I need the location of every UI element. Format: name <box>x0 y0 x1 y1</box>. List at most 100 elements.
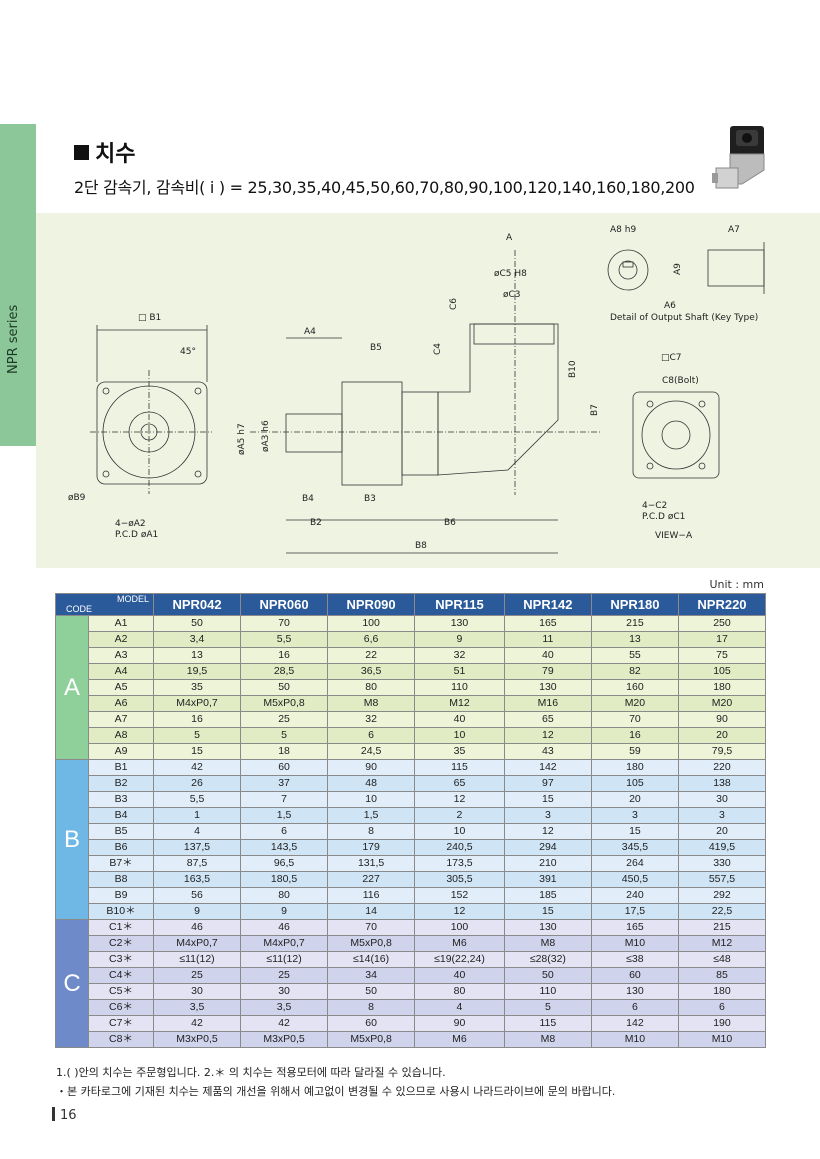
code-cell: C5＊ <box>88 983 154 1000</box>
value-cell: 4 <box>414 999 505 1016</box>
value-cell: 7 <box>240 791 329 808</box>
header-model-label: MODEL <box>116 594 149 604</box>
value-cell: 24,5 <box>327 743 416 760</box>
value-cell: 35 <box>414 743 505 760</box>
value-cell: 4 <box>152 823 242 840</box>
value-cell: 5,5 <box>240 631 329 648</box>
value-cell: 55 <box>590 647 679 664</box>
value-cell: 12 <box>503 823 592 840</box>
value-cell: M5xP0,8 <box>327 935 416 952</box>
value-cell: 42 <box>152 1015 242 1032</box>
value-cell: 6,6 <box>327 631 416 648</box>
value-cell: 345,5 <box>590 839 679 856</box>
value-cell: 90 <box>414 1015 505 1032</box>
value-cell: 179 <box>327 839 416 856</box>
label-c5: øC5 H8 <box>494 269 527 279</box>
code-cell: A9 <box>88 743 154 760</box>
value-cell: 450,5 <box>590 871 679 888</box>
value-cell: 26 <box>152 775 242 792</box>
title-square-icon <box>74 145 89 160</box>
label-view: VIEW−A <box>655 531 693 541</box>
value-cell: 10 <box>327 791 416 808</box>
dimension-drawing: □ B1 45° øB9 4−øA2 P.C.D øA1 A4 B5 øA5 h… <box>36 213 820 568</box>
value-cell: 9 <box>414 631 505 648</box>
value-cell: 215 <box>677 919 767 936</box>
value-cell: 3,5 <box>240 999 329 1016</box>
value-cell: 305,5 <box>414 871 505 888</box>
value-cell: 10 <box>414 823 505 840</box>
unit-label: Unit : mm <box>709 578 764 591</box>
value-cell: 20 <box>590 791 679 808</box>
note-line: 1.( )안의 치수는 주문형입니다. 2.＊ 의 치수는 적용모터에 따라 달… <box>56 1066 446 1079</box>
dimension-table: MODEL CODE NPR042 NPR060 NPR090 NPR115 N… <box>55 593 767 1048</box>
value-cell: 5 <box>152 727 242 744</box>
value-cell: 40 <box>414 711 505 728</box>
value-cell: 37 <box>240 775 329 792</box>
value-cell: M8 <box>327 695 416 712</box>
code-cell: C6＊ <box>88 999 154 1016</box>
value-cell: M12 <box>414 695 505 712</box>
value-cell: 32 <box>414 647 505 664</box>
value-cell: 227 <box>327 871 416 888</box>
label-b4: B4 <box>302 494 314 504</box>
value-cell: M8 <box>503 1031 592 1048</box>
value-cell: 30 <box>152 983 242 1000</box>
label-b5: B5 <box>370 343 382 353</box>
value-cell: ≤19(22,24) <box>414 951 505 968</box>
label-c3: øC3 <box>503 290 521 300</box>
value-cell: 130 <box>503 919 592 936</box>
code-cell: C8＊ <box>88 1031 154 1048</box>
value-cell: 3 <box>503 807 592 824</box>
section-title-text: 치수 <box>95 142 136 167</box>
value-cell: 12 <box>414 903 505 920</box>
code-cell: B5 <box>88 823 154 840</box>
value-cell: 17 <box>677 631 767 648</box>
value-cell: 10 <box>414 727 505 744</box>
value-cell: 185 <box>503 887 592 904</box>
value-cell: 138 <box>677 775 767 792</box>
value-cell: 90 <box>677 711 767 728</box>
reduction-ratio-subtitle: 2단 감속기, 감속비( i ) = 25,30,35,40,45,50,60,… <box>74 178 695 197</box>
value-cell: 34 <box>327 967 416 984</box>
value-cell: 180 <box>590 759 679 776</box>
value-cell: 60 <box>240 759 329 776</box>
value-cell: 15 <box>590 823 679 840</box>
value-cell: 180 <box>677 679 767 696</box>
value-cell: 1 <box>152 807 242 824</box>
value-cell: 142 <box>503 759 592 776</box>
label-c1: P.C.D øC1 <box>642 512 685 522</box>
value-cell: M10 <box>590 1031 679 1048</box>
code-cell: A7 <box>88 711 154 728</box>
value-cell: 59 <box>590 743 679 760</box>
value-cell: 1,5 <box>327 807 416 824</box>
value-cell: 292 <box>677 887 767 904</box>
value-cell: 131,5 <box>327 855 416 872</box>
value-cell: 6 <box>590 999 679 1016</box>
section-title: 치수 <box>74 136 135 168</box>
group-label: B <box>55 759 89 920</box>
front-view: □ B1 45° øB9 4−øA2 P.C.D øA1 <box>68 313 212 540</box>
value-cell: 75 <box>677 647 767 664</box>
value-cell: 50 <box>240 679 329 696</box>
label-c2: 4−C2 <box>642 501 667 511</box>
model-header: NPR090 <box>327 593 416 616</box>
label-a1: P.C.D øA1 <box>115 530 158 540</box>
value-cell: M16 <box>503 695 592 712</box>
value-cell: 105 <box>677 663 767 680</box>
label-b2: B2 <box>310 518 322 528</box>
value-cell: 557,5 <box>677 871 767 888</box>
value-cell: 25 <box>240 967 329 984</box>
value-cell: 22 <box>327 647 416 664</box>
value-cell: 60 <box>327 1015 416 1032</box>
label-b7: B7 <box>590 404 600 416</box>
code-cell: C2＊ <box>88 935 154 952</box>
value-cell: 80 <box>240 887 329 904</box>
value-cell: 5,5 <box>152 791 242 808</box>
label-a7: A7 <box>728 225 740 235</box>
